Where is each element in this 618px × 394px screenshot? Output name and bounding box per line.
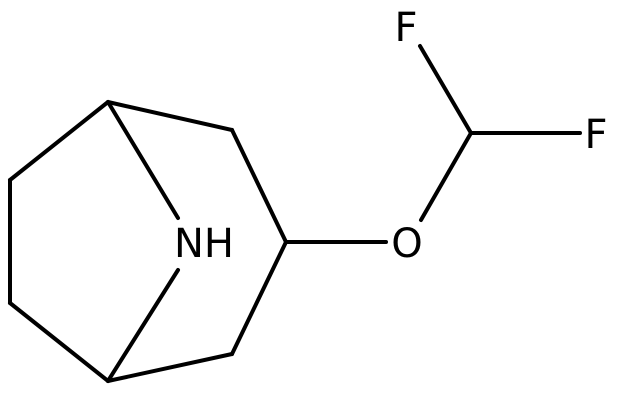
bond-c6-c7 bbox=[230, 240, 288, 356]
bond-c7-c4 bbox=[106, 352, 234, 383]
bond-group bbox=[8, 44, 582, 383]
bond-c1-n bbox=[106, 100, 180, 220]
atom-label-f-right: F bbox=[584, 112, 607, 158]
bond-chf2-f-top bbox=[418, 44, 473, 135]
bond-c5-c6 bbox=[230, 128, 288, 244]
bond-c1-c2 bbox=[8, 100, 110, 182]
bond-c1-c5 bbox=[106, 100, 234, 132]
atom-label-o: O bbox=[391, 221, 422, 267]
bond-n-c4 bbox=[106, 268, 180, 383]
atom-label-nh: NH bbox=[174, 221, 234, 267]
bond-c3-c4 bbox=[8, 301, 110, 383]
bond-o-chf2 bbox=[419, 131, 473, 222]
atom-label-f-top: F bbox=[394, 5, 417, 51]
